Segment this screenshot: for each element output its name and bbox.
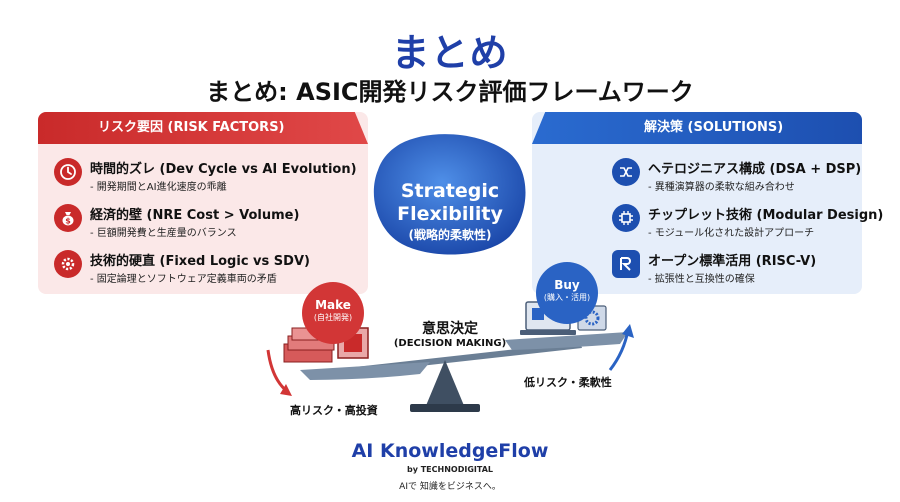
page-subtitle: まとめ: ASIC開発リスク評価フレームワーク (206, 78, 694, 106)
buy-sub: (購入・活用) (543, 293, 591, 302)
risk-item-sub-economic: - 巨額開発費と生産量のバランス (90, 228, 237, 239)
solution-item-sub-riscv: - 拡張性と互換性の確保 (648, 274, 755, 285)
solution-item-title-riscv: オープン標準活用 (RISC-V) (648, 254, 817, 269)
center-line3: (戦略的柔軟性) (408, 228, 492, 242)
risk-item-title-technical: 技術的硬直 (Fixed Logic vs SDV) (90, 254, 310, 269)
make-label: Make (315, 298, 351, 312)
buy-label: Buy (554, 278, 580, 292)
solution-item-title-chiplet: チップレット技術 (Modular Design) (648, 208, 884, 223)
strategic-flexibility-label: Strategic Flexibility (戦略的柔軟性) (370, 180, 530, 244)
clock-icon (54, 158, 82, 186)
money-bag-icon: $ (54, 204, 82, 232)
brand-logo: AI KnowledgeFlow (351, 440, 549, 462)
solution-item-sub-hetero: - 異種演算器の柔軟な組み合わせ (648, 182, 795, 193)
center-line1: Strategic (400, 180, 500, 202)
risk-item-title-economic: 経済的壁 (NRE Cost > Volume) (90, 208, 300, 223)
make-sub: (自社開発) (313, 313, 353, 322)
gear-icon (54, 250, 82, 278)
decision-making-label: 意思決定 (DECISION MAKING) (360, 318, 540, 349)
make-option: Make (自社開発) (302, 282, 364, 344)
risk-item-sub-technical: - 固定論理とソフトウェア定義車両の矛盾 (90, 274, 277, 285)
brand-byline: by TECHNODIGITAL (407, 465, 493, 474)
risc-v-icon (612, 250, 640, 278)
solution-item-sub-chiplet: - モジュール化された設計アプローチ (648, 228, 815, 239)
risk-item-title-time: 時間的ズレ (Dev Cycle vs AI Evolution) (90, 162, 357, 177)
buy-option: Buy (購入・活用) (536, 262, 598, 324)
page-title: まとめ (391, 31, 509, 75)
center-line2: Flexibility (397, 203, 503, 225)
decision-en: (DECISION MAKING) (393, 338, 507, 349)
buy-outcome-label: 低リスク・柔軟性 (524, 376, 612, 389)
solution-item-title-hetero: ヘテロジニアス構成 (DSA + DSP) (648, 162, 862, 177)
brand-tagline: AIで 知識をビジネスへ。 (399, 482, 501, 492)
decision-jp: 意思決定 (422, 321, 478, 337)
risk-item-sub-time: - 開発期間とAI進化速度の乖離 (90, 182, 227, 193)
decision-scale (266, 324, 634, 412)
solutions-header: 解決策 (SOLUTIONS) (532, 112, 862, 144)
risk-factors-header: リスク要因 (RISK FACTORS) (38, 112, 368, 144)
svg-text:$: $ (65, 217, 71, 226)
shuffle-icon (612, 158, 640, 186)
chip-icon (612, 204, 640, 232)
strategic-flexibility-blob (373, 134, 526, 255)
make-outcome-label: 高リスク・高投資 (290, 404, 378, 417)
